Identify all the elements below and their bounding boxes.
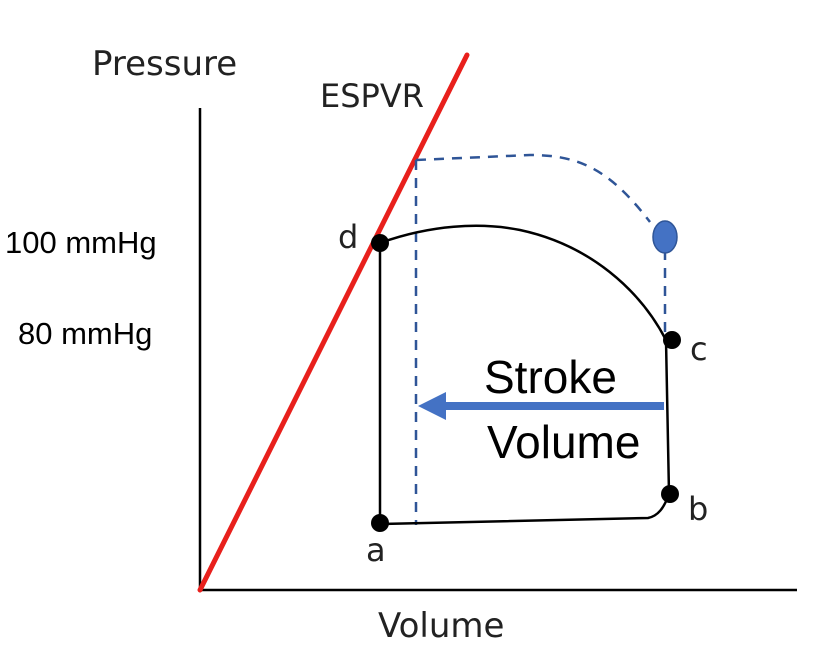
- point-b-marker: [661, 485, 679, 503]
- point-a-marker: [371, 514, 389, 532]
- pv-loop: [378, 224, 671, 526]
- stroke-volume-label-line2: Volume: [487, 416, 640, 468]
- point-c-label: c: [690, 330, 708, 368]
- point-b-label: b: [688, 490, 708, 528]
- point-c-marker: [663, 331, 681, 349]
- espvr-label: ESPVR: [320, 77, 424, 115]
- dashed-new-loop-top: [415, 153, 651, 223]
- stroke-volume-label-line1: Stroke: [484, 351, 617, 403]
- point-d-label: d: [338, 218, 358, 256]
- pressure-label-100: 100 mmHg: [5, 225, 157, 260]
- point-d-marker: [371, 234, 389, 252]
- new-end-diastolic-point-marker: [652, 220, 678, 254]
- stroke-volume-arrow-head: [418, 392, 446, 420]
- pressure-label-80: 80 mmHg: [18, 316, 152, 351]
- point-a-label: a: [366, 531, 386, 569]
- x-axis-label: Volume: [378, 606, 504, 646]
- y-axis-label: Pressure: [92, 44, 237, 84]
- espvr-line: [197, 52, 470, 593]
